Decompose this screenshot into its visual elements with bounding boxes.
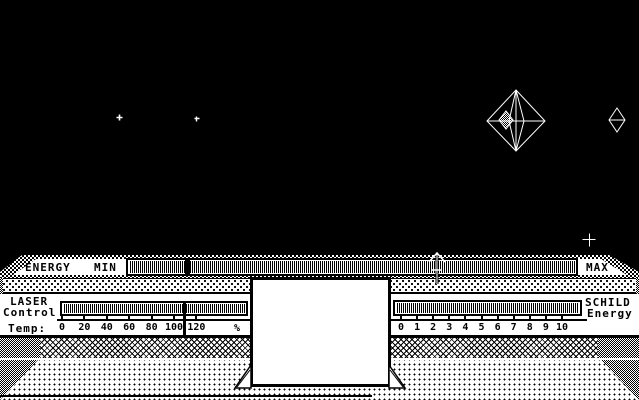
shield-energy-gauge-bar	[393, 300, 582, 316]
scale-tick	[150, 314, 153, 321]
star-icon	[194, 116, 200, 122]
shield-label-line1: SCHILD	[585, 296, 631, 309]
crosshair-icon	[582, 233, 596, 247]
scale-label: 1	[414, 322, 421, 333]
temp-label: Temp:	[8, 322, 47, 335]
scale-label: 100	[164, 322, 184, 333]
viewscreen-stand	[233, 362, 407, 389]
space-viewport[interactable]	[0, 0, 639, 258]
energy-gauge-bar	[126, 258, 578, 276]
scale-tick	[512, 314, 515, 321]
energy-label: ENERGY	[25, 261, 71, 274]
missile-sprite	[428, 251, 446, 284]
scale-tick	[528, 314, 531, 321]
laser-temp-marker	[183, 302, 186, 335]
scale-tick	[83, 314, 86, 321]
scale-tick	[128, 314, 131, 321]
scale-label: 10	[555, 322, 569, 333]
scale-label: 80	[145, 322, 158, 333]
hatch-corner-left	[0, 338, 40, 358]
laser-label-line2: Control	[3, 306, 57, 319]
scale-tick	[544, 314, 547, 321]
scale-label: 9	[542, 322, 549, 333]
scale-tick	[416, 314, 419, 321]
scale-label: 4	[462, 322, 469, 333]
scale-tick	[195, 314, 198, 321]
scale-label: 5	[478, 322, 485, 333]
scale-tick	[480, 314, 483, 321]
radar-viewscreen	[250, 277, 391, 387]
scale-tick	[432, 314, 435, 321]
scale-label: 2	[430, 322, 437, 333]
scale-label: 20	[78, 322, 91, 333]
scale-label: 7	[510, 322, 517, 333]
scale-label: 8	[526, 322, 533, 333]
energy-min-label: MIN	[94, 261, 117, 274]
scale-label: 0	[397, 322, 405, 333]
laser-percent-label: %	[233, 323, 241, 334]
laser-temp-gauge-bar	[60, 301, 248, 316]
enemy-diamond-dithered	[498, 110, 514, 130]
scale-tick	[173, 314, 175, 321]
scale-tick	[561, 314, 563, 321]
enemy-octahedron-large	[486, 89, 546, 152]
laser-label-line1: LASER	[10, 295, 49, 308]
scale-label: 0	[58, 322, 66, 333]
scale-label: 40	[100, 322, 113, 333]
scale-tick	[496, 314, 499, 321]
scale-tick	[464, 314, 467, 321]
scale-label: 120	[187, 322, 206, 333]
energy-gauge-marker	[185, 259, 190, 275]
scale-label: 3	[446, 322, 453, 333]
shield-label-line2: Energy	[587, 307, 633, 320]
scale-tick	[105, 314, 108, 321]
enemy-octahedron-small	[608, 107, 626, 133]
floor-edge-line	[0, 395, 372, 397]
star-icon	[116, 114, 123, 121]
scale-tick	[61, 314, 63, 321]
scale-tick	[400, 314, 402, 321]
scale-tick	[448, 314, 451, 321]
scale-label: 60	[123, 322, 136, 333]
energy-max-label: MAX	[586, 261, 609, 274]
hatch-corner-right	[598, 338, 639, 358]
scale-label: 6	[494, 322, 501, 333]
